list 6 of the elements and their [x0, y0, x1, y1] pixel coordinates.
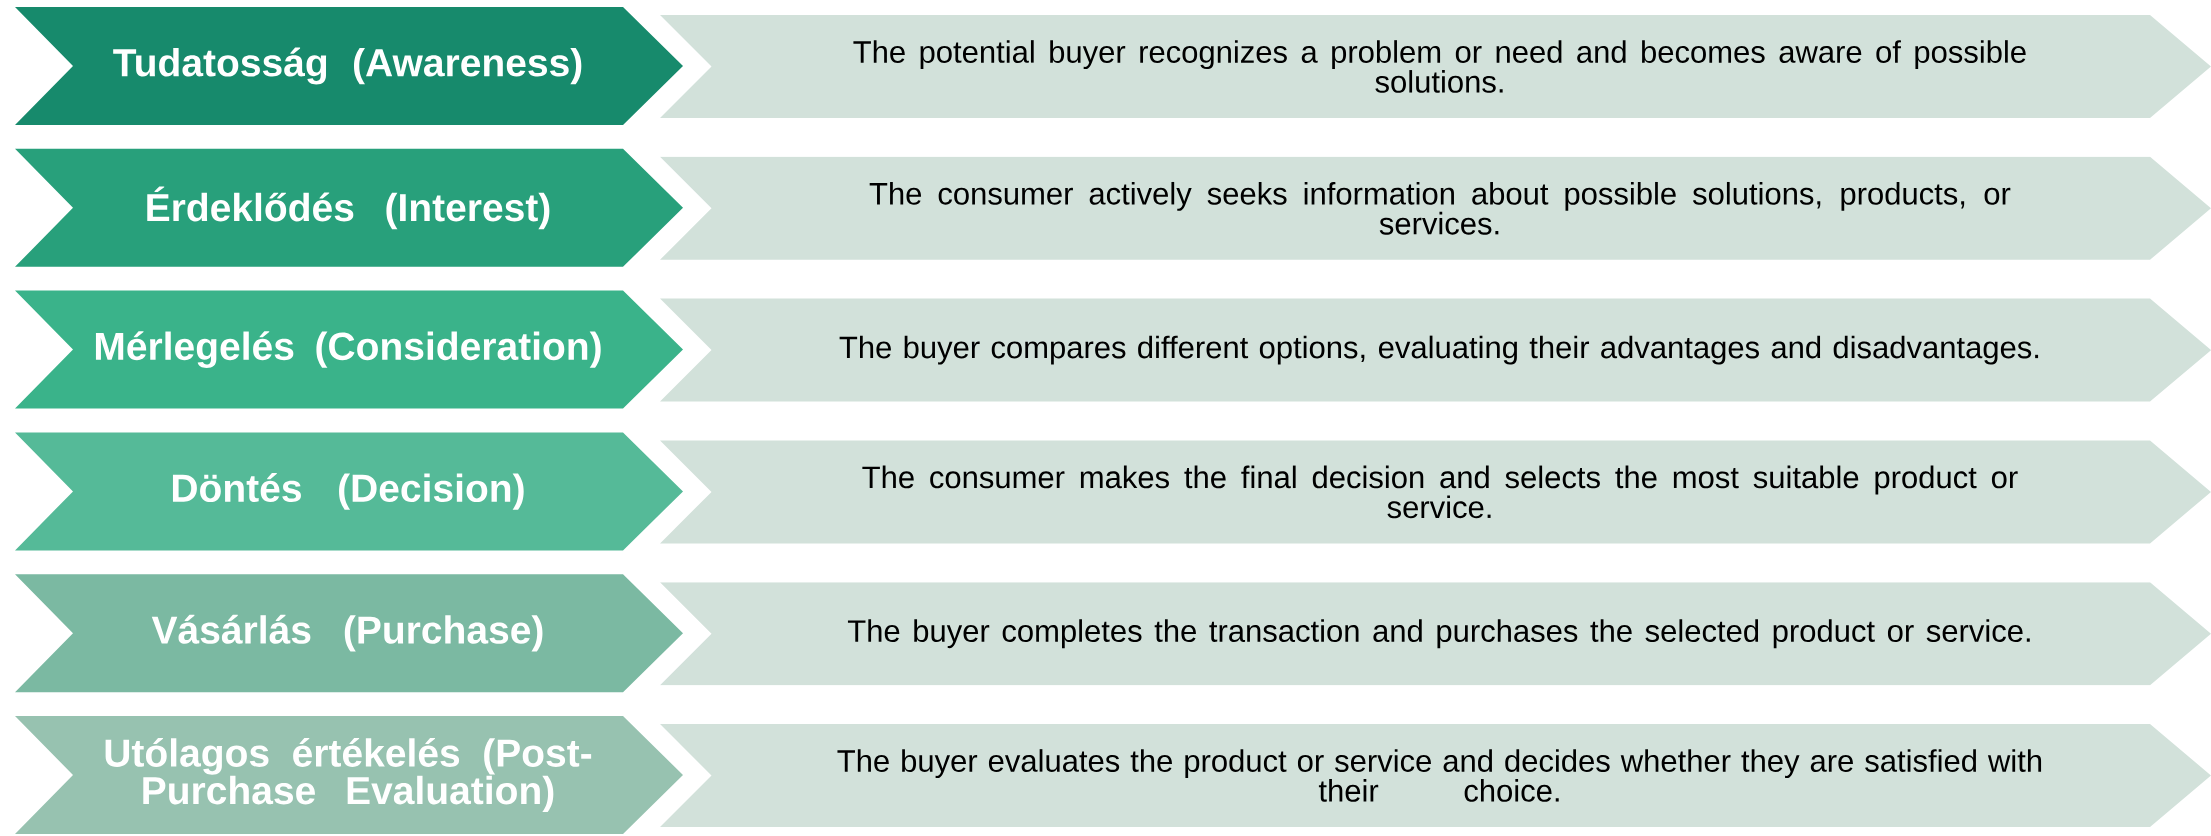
chevron-step: Utólagos értékelés (Post-Purchase Evaluation) — [15, 716, 683, 834]
chevron-step: Mérlegelés (Consideration) — [15, 290, 683, 409]
chevron-step: Érdeklődés (Interest) — [15, 148, 683, 267]
chevron-step: Döntés (Decision) — [15, 432, 683, 551]
chevron-step: Tudatosság (Awareness) — [15, 7, 683, 125]
chevron-step: Vásárlás (Purchase) — [15, 574, 683, 693]
